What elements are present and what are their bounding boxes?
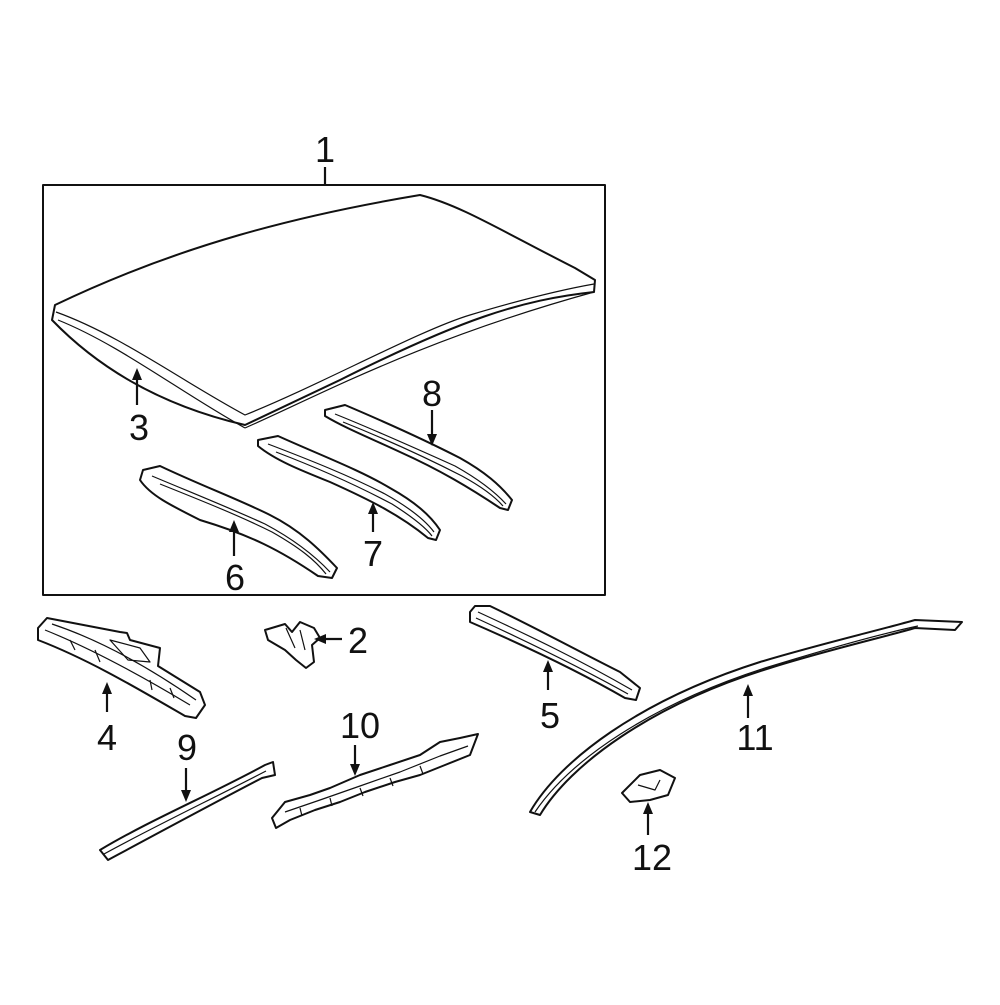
callout-3-label: 3 [129, 407, 149, 448]
callout-10-arrowhead [350, 764, 360, 776]
side-rail-part-11[interactable] [529, 619, 963, 816]
roof-bow-part-7[interactable] [257, 435, 441, 541]
callout-9-arrowhead [181, 790, 191, 802]
callout-6-arrowhead [229, 520, 239, 532]
roof-bow-part-8[interactable] [324, 404, 513, 511]
callout-12-arrowhead [643, 802, 653, 814]
callout-3-arrowhead [132, 368, 142, 380]
callout-7-arrowhead [368, 502, 378, 514]
callout-5-label: 5 [540, 695, 560, 736]
callout-10-label: 10 [340, 705, 380, 746]
bracket-part-2-shape [264, 621, 321, 669]
callout-8-arrowhead [427, 434, 437, 446]
callout-5-arrowhead [543, 660, 553, 672]
rail-part-9[interactable] [99, 761, 276, 861]
bracket-part-12[interactable] [621, 769, 676, 803]
callout-12-label: 12 [632, 837, 672, 878]
callout-6-label: 6 [225, 557, 245, 598]
front-header-part-4[interactable] [37, 617, 206, 719]
callout-11-label: 11 [736, 717, 773, 758]
callout-11-arrowhead [743, 684, 753, 696]
rear-header-part-5[interactable] [469, 605, 641, 701]
callout-1-label: 1 [315, 129, 335, 170]
callout-8-label: 8 [422, 373, 442, 414]
callout-9-label: 9 [177, 727, 197, 768]
callout-2-label: 2 [348, 620, 368, 661]
callout-4-arrowhead [102, 682, 112, 694]
reinforcement-part-10[interactable] [271, 733, 479, 829]
callout-4-label: 4 [97, 717, 117, 758]
bracket-part-2[interactable] [264, 621, 321, 669]
roof-bow-part-6[interactable] [139, 465, 338, 579]
roof-panel-part-3[interactable] [51, 194, 596, 429]
callout-7-label: 7 [363, 533, 383, 574]
callout-2-arrowhead [314, 634, 326, 644]
